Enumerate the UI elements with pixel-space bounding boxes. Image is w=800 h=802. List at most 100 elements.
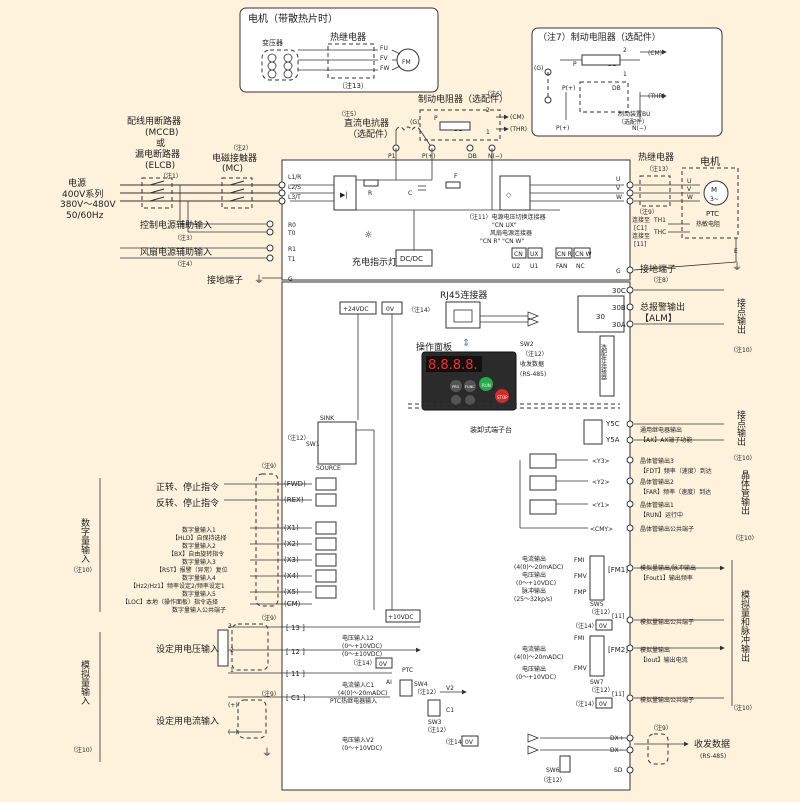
fan-aux-label: 风扇电源辅助输入 [140, 246, 212, 258]
switch-fan: FAN [556, 263, 568, 270]
rj45-connector [445, 301, 481, 329]
term-fm2: [FM2] [608, 646, 628, 654]
supply-24v: +24VDC [343, 306, 369, 313]
contact-output-title: 接点输出 [735, 297, 746, 335]
dc-reactor-l2: （选配件） [348, 128, 393, 140]
right-thc: THC [653, 229, 666, 236]
term-l3: L3/T [288, 194, 301, 201]
y5-l1: 通用继电器输出 [640, 426, 682, 434]
di-note: （注10） [70, 566, 96, 574]
breaker-l3: 或 [156, 137, 165, 149]
power-l3: 380V～480V [60, 200, 117, 210]
right-motor: 热继电器 （注13） 电机 M 3~ U V W PTC 热敏电阻 TH1 TH… [632, 151, 742, 284]
brake-top-t1: 1 [486, 129, 490, 136]
dc-reactor-note: （注5） [338, 110, 360, 118]
digital-inputs: SINK SOURCE SW1 （注12） （注9） 正转、停止指令 反转、停止… [70, 415, 375, 614]
rs485-label2: (RS-485) [700, 753, 726, 760]
ground-right-label: 接地端子 [640, 263, 676, 275]
fm1-note12: （注12） [588, 608, 614, 616]
rs485-label1: 收发数据 [694, 738, 730, 750]
supply-note14: （注14） [408, 306, 434, 314]
panel-prg-label: PRG [452, 385, 460, 389]
brake-bu-label: 制动装置BU [618, 110, 651, 118]
tr-o3a: 晶体管输出3 [640, 457, 674, 465]
ai-note14: （注14） [350, 659, 376, 667]
contactor-symbol [221, 177, 253, 209]
di-rev-label: 反转、停止指令 [156, 497, 219, 509]
ai-10v: +10VDC [388, 614, 414, 621]
term-t0: T0 [287, 230, 296, 237]
di-line-0: 数字量输入1 [182, 526, 216, 534]
supply-0v: 0V [386, 306, 395, 313]
fm1-fmv: FMV [574, 573, 588, 580]
power-side: 配线用断路器 (MCCB) 或 漏电断路器 (ELCB) （注1） （注2） 电… [60, 115, 282, 286]
brake-box-thr: (THR) [648, 93, 665, 100]
ground-left-label: 接地端子 [207, 274, 243, 286]
right-motor-w: W [687, 194, 693, 201]
rj45-comm1: 收发数据 [520, 360, 544, 368]
di-line-6: 数字量输入4 [182, 574, 216, 582]
ao-com2: 模拟量输出公共端子 [640, 696, 694, 704]
di-line-8: 数字量输入5 [182, 590, 216, 598]
ai-n2: 2 [230, 647, 234, 654]
contactor-l1: 电磁接触器 [212, 152, 257, 164]
charge-lamp-icon: ☼ [364, 230, 373, 241]
fm2-v1: 电压输出 [522, 665, 546, 673]
panel-key-up[interactable] [451, 395, 461, 405]
rectifier-symbol: ▶| [340, 191, 348, 199]
term-db: DB [468, 153, 477, 160]
ai-ptc: PTC [402, 667, 413, 674]
ai-vi2: (0～+10VDC) [342, 745, 382, 752]
term-r-inner: R [368, 190, 372, 197]
tr-o1a: 晶体管输出1 [640, 501, 674, 509]
ai-n3: 3 [228, 623, 232, 630]
brake-top-thr: (THR) [510, 126, 527, 133]
term-r0: R0 [288, 222, 296, 229]
brake-box-title: （注7）制动电阻器（选配件） [538, 31, 661, 43]
bridge-symbol: ◇ [506, 191, 512, 199]
right-thermal-note: （注13） [646, 165, 672, 173]
di-line-3: 【BX】自由旋转指令 [168, 550, 224, 558]
ctrl-aux-label: 控制电源辅助输入 [140, 219, 212, 231]
brake-box-cm: (CM) [648, 50, 662, 57]
ai-ci2: (4(0)～20mADC) [338, 690, 387, 697]
contactor-l2: (MC) [222, 164, 243, 174]
motor-fv: FV [380, 55, 388, 62]
terminal-board-label: 装卸式端子台 [470, 425, 512, 434]
panel-key-down[interactable] [465, 395, 475, 405]
panel-key-stop[interactable] [495, 389, 509, 403]
breaker-note: （注1） [160, 172, 182, 180]
term-30a: 30A [612, 321, 626, 329]
panel-func-label: FUNC [465, 385, 475, 389]
contact-output-note: （注10） [730, 346, 756, 354]
rs485: （注9） DX+ DX− SD 收发数据 (RS-485) SW6 （注12） [527, 724, 730, 784]
fm2-sw7: SW7 [590, 679, 604, 686]
term-g-right: G [616, 268, 621, 275]
ao-note14a: （注14） [572, 622, 598, 630]
contact-output-30: 30 30C 30B 30A 总报警输出 【ALM】 接点输出 （注10） [577, 286, 756, 354]
panel-key-run[interactable] [479, 377, 493, 391]
ao-0v-a: 0V [599, 623, 608, 630]
y5-title: 接点输出 [735, 409, 746, 447]
brake-box-pplus2: P(+) [556, 125, 569, 132]
panel-key-func[interactable] [464, 380, 476, 392]
brake-box-t2: 2 [623, 47, 627, 54]
panel-title: 操作面板 [416, 341, 452, 353]
ground-right-note: （注8） [650, 276, 672, 284]
fm1-fmp: FMP [574, 589, 587, 596]
panel-key-prg[interactable] [450, 380, 462, 392]
brake-box-p: P [573, 61, 577, 68]
breaker-l2: (MCCB) [145, 128, 179, 138]
optocouplers [315, 477, 337, 599]
brake-box-db2: DB [612, 85, 621, 92]
brake-bu-unit [579, 81, 629, 113]
term-dxp: DX+ [610, 735, 624, 742]
term-11a: [11] [612, 613, 624, 620]
switch-u2: U2 [512, 263, 520, 270]
di-note9: （注9） [258, 462, 280, 470]
fm2-i2: (4(0)～20mADC) [514, 654, 563, 661]
rs485-note12: （注12） [540, 776, 566, 784]
right-motor-m: M [711, 186, 717, 194]
brake-box-g: (G) [534, 65, 543, 72]
ai-v2: V2 [446, 685, 454, 692]
